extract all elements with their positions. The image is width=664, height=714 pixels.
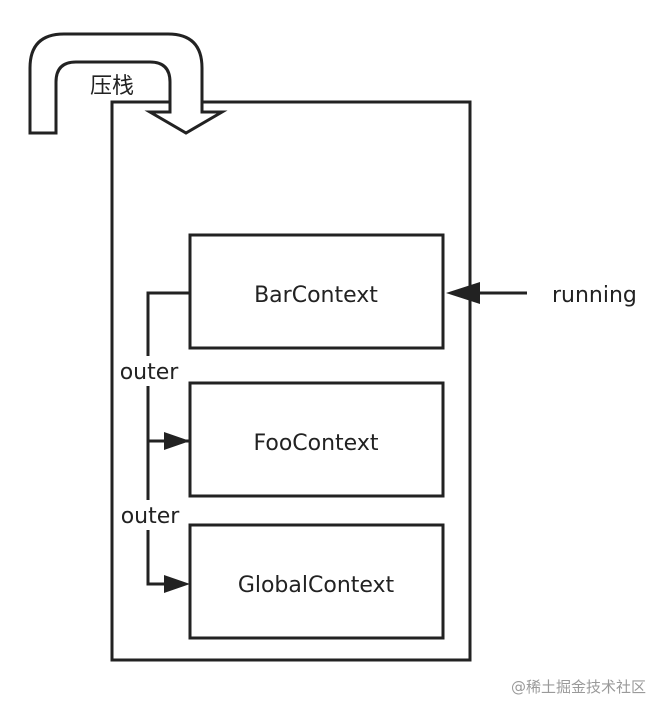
outer-label-bg-2 — [116, 500, 182, 530]
running-label: running — [552, 283, 637, 308]
context-box-foo — [188, 381, 445, 498]
push-label: 压栈 — [90, 74, 134, 99]
context-box-global — [188, 523, 445, 640]
outer-label-bg-1 — [116, 356, 182, 386]
context-box-bar — [188, 233, 445, 350]
running-arrowhead-icon — [446, 282, 480, 304]
context-label-foo: FooContext — [254, 431, 379, 456]
push-arrow-icon — [28, 32, 228, 135]
watermark: @稀土掘金技术社区 — [511, 678, 646, 696]
context-label-global: GlobalContext — [238, 573, 395, 598]
outer-label-1: outer — [120, 360, 180, 385]
outer-label-2: outer — [121, 504, 181, 529]
context-label-bar: BarContext — [254, 283, 378, 308]
outer-arrowhead-global-icon — [164, 575, 190, 593]
stack-container — [110, 100, 472, 662]
